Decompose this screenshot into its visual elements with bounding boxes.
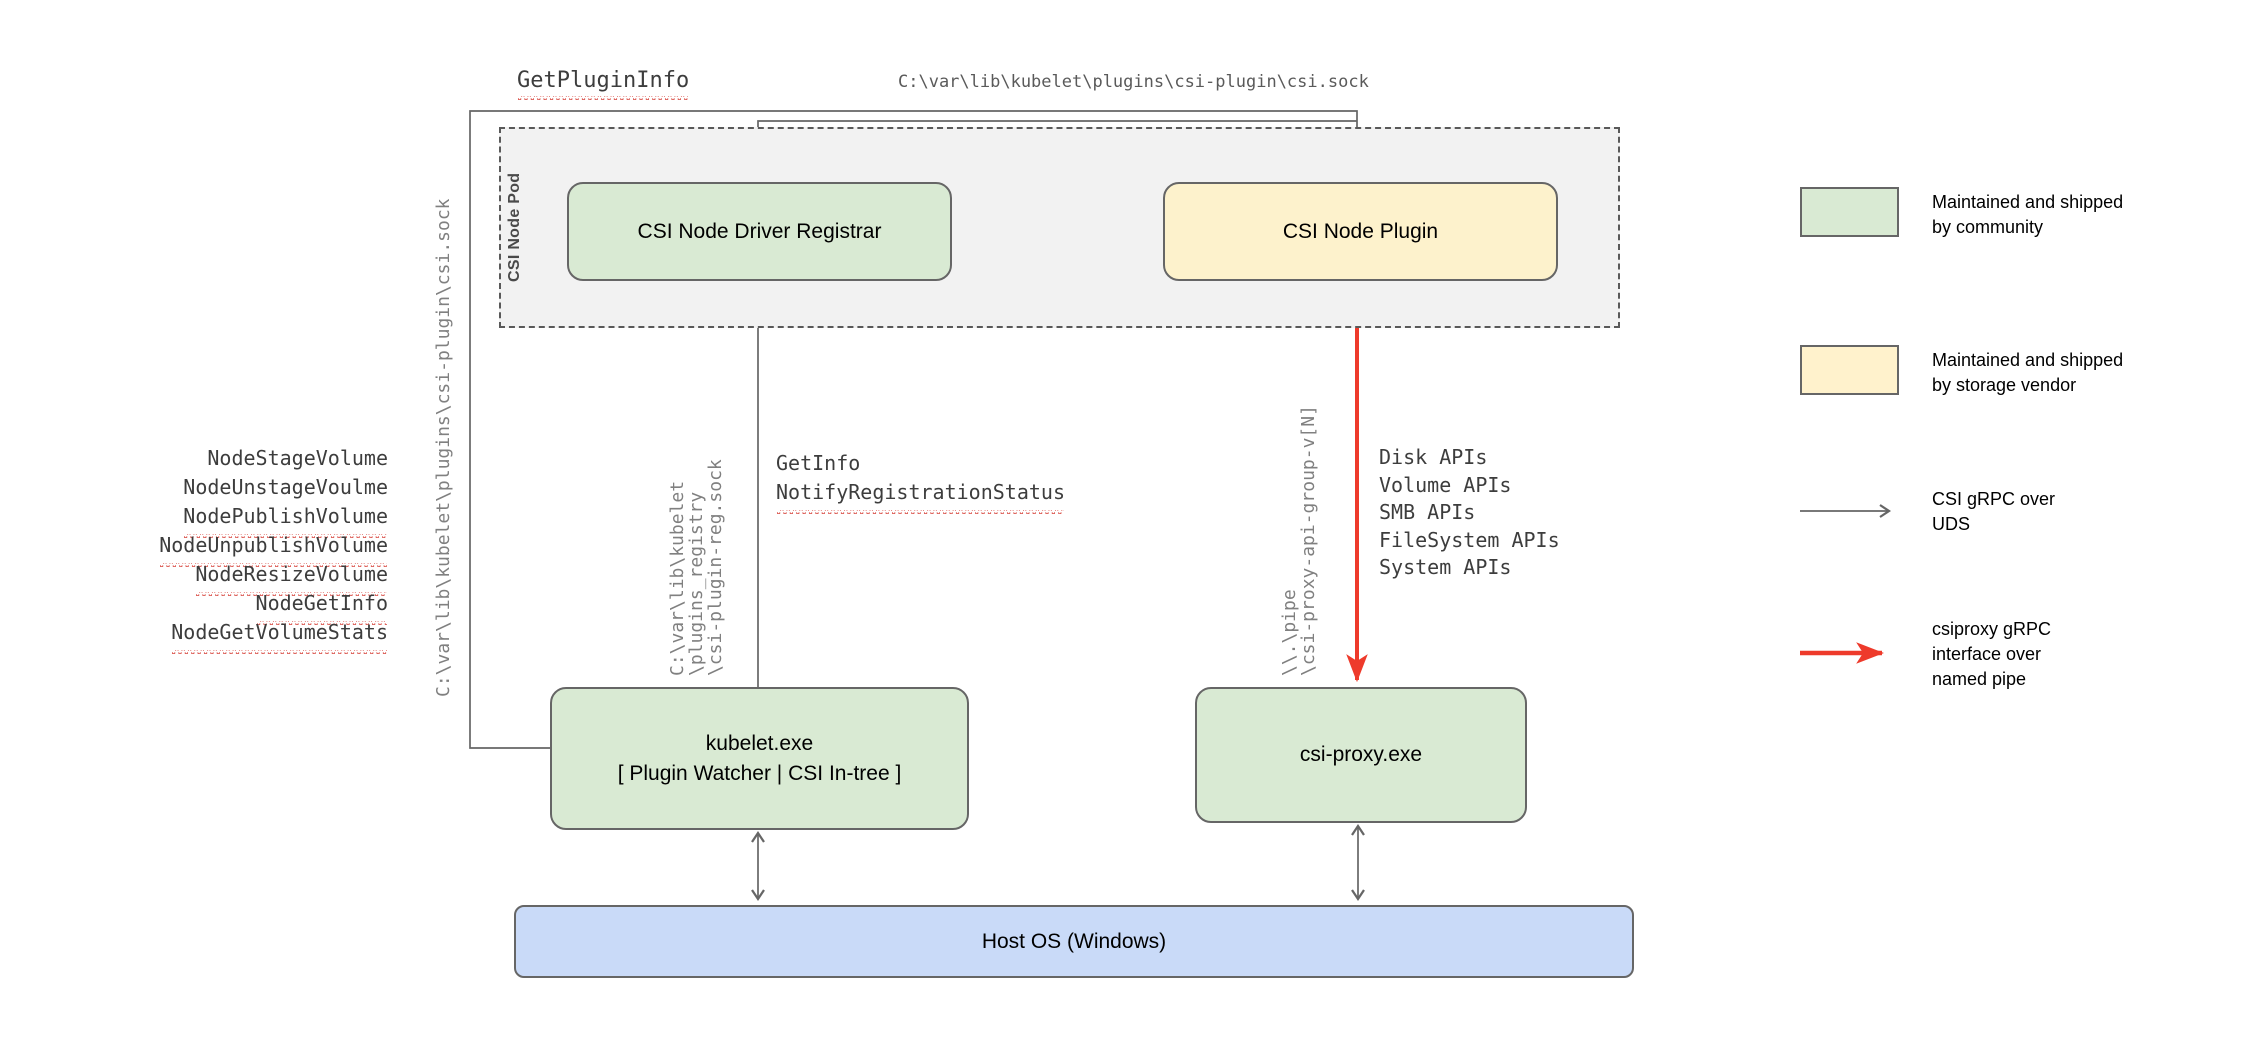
- csi-sock-path-left-label: C:\var\lib\kubelet\plugins\csi-plugin\cs…: [433, 198, 454, 698]
- csi-node-plugin-box: CSI Node Plugin: [1163, 182, 1558, 281]
- kubelet-box: kubelet.exe [ Plugin Watcher | CSI In-tr…: [550, 687, 969, 830]
- host-os-box: Host OS (Windows): [514, 905, 1634, 978]
- api-list-item: Disk APIs: [1379, 445, 1488, 469]
- node-call-item: NodeGetInfo: [98, 589, 388, 625]
- get-info-label: GetInfo: [776, 451, 861, 475]
- registration-calls: GetInfo NotifyRegistrationStatus: [776, 449, 1065, 514]
- node-calls-list: NodeStageVolume NodeUnstageVoulme NodePu…: [98, 444, 388, 654]
- api-list-item: System APIs: [1379, 555, 1512, 579]
- node-call-item: NodeUnstageVoulme: [183, 475, 388, 499]
- legend-vendor-text: Maintained and shipped by storage vendor: [1932, 350, 2124, 395]
- get-plugin-info-text: GetPluginInfo: [517, 68, 690, 100]
- host-os-label: Host OS (Windows): [981, 929, 1167, 953]
- legend-community-swatch: [1800, 187, 1899, 237]
- csi-node-pod-label: CSI Node Pod: [506, 172, 523, 282]
- api-list-item: FileSystem APIs: [1379, 527, 1560, 552]
- csi-proxy-box: csi-proxy.exe: [1195, 687, 1527, 823]
- csi-proxy-label: csi-proxy.exe: [1299, 743, 1423, 766]
- legend-gray-arrow-text: CSI gRPC over UDS: [1932, 489, 2056, 534]
- get-plugin-info-label: GetPluginInfo: [517, 68, 690, 100]
- kubelet-label-line1: kubelet.exe: [705, 731, 814, 755]
- legend-community-text: Maintained and shipped by community: [1932, 192, 2124, 237]
- node-call-item: NodeGetVolumeStats: [98, 618, 388, 654]
- csi-sock-path-top-label: C:\var\lib\kubelet\plugins\csi-plugin\cs…: [898, 72, 1369, 92]
- csi-node-driver-registrar-label: CSI Node Driver Registrar: [637, 219, 882, 243]
- notify-registration-status-label: NotifyRegistrationStatus: [776, 478, 1065, 514]
- csi-node-driver-registrar-box: CSI Node Driver Registrar: [567, 182, 952, 281]
- registry-sock-path-label: C:\var\lib\kubelet \plugins_registry \cs…: [667, 459, 726, 676]
- api-list-item: SMB APIs: [1379, 500, 1476, 524]
- legend-red-arrow-text: csiproxy gRPC interface over named pipe: [1932, 619, 2052, 689]
- node-call-item: NodePublishVolume: [98, 502, 388, 538]
- node-call-item: NodeResizeVolume: [98, 560, 388, 596]
- api-list-item: Volume APIs: [1379, 472, 1512, 497]
- csi-proxy-api-list: Disk APIs Volume APIs SMB APIs FileSyste…: [1379, 444, 1560, 582]
- kubelet-label-line2: [ Plugin Watcher | CSI In-tree ]: [617, 761, 902, 785]
- csi-node-plugin-label: CSI Node Plugin: [1282, 219, 1439, 243]
- node-call-item: NodeStageVolume: [207, 446, 388, 470]
- legend-vendor-swatch: [1800, 345, 1899, 395]
- named-pipe-path-label: \\.\pipe \csi-proxy-api-group-v[N]: [1279, 405, 1319, 676]
- node-call-item: NodeUnpublishVolume: [98, 531, 388, 567]
